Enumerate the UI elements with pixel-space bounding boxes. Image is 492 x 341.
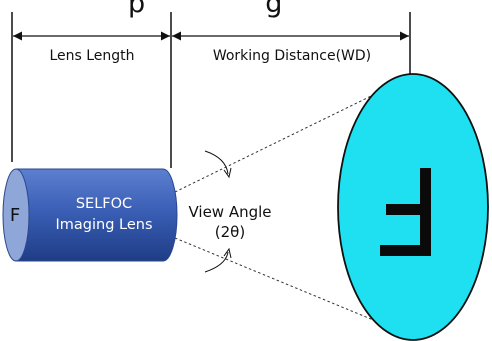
inverted-f-bar-long [380,245,425,256]
inverted-f-stem [420,168,431,256]
view-angle-label-line2: (2θ) [215,223,245,241]
view-angle-arc-lower [204,251,229,273]
selfoc-lens: F SELFOC Imaging Lens [2,168,178,262]
lens-front-face [2,168,30,262]
inverted-f-image [380,168,431,256]
view-angle-arc-upper [204,150,229,175]
lens-length-label: Lens Length [49,48,134,64]
lens-label-line2: Imaging Lens [55,217,152,233]
inverted-f-bar-short [386,204,425,215]
lens-face-letter: F [10,205,20,226]
view-ray-upper [174,75,413,193]
view-angle-arrow-lower [223,247,232,259]
working-distance-label: Working Distance(WD) [213,48,371,64]
view-angle-label-line1: View Angle [188,203,271,221]
lens-body [15,168,178,262]
diagram-title-partial: p g [128,0,282,19]
view-angle-arrow-upper [223,167,232,179]
lens-label-line1: SELFOC [76,196,132,212]
